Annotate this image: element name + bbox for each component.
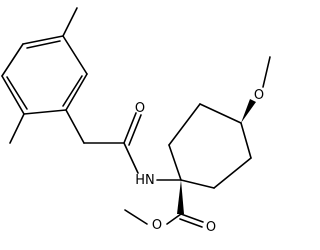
- ester-carbonyl-oxygen-label: O: [206, 220, 216, 235]
- methyl-bond-top: [62, 7, 78, 37]
- bond: [123, 142, 139, 174]
- amide-nitrogen-label: HN: [135, 173, 155, 188]
- bond: [22, 35, 64, 45]
- bond: [199, 103, 242, 124]
- methoxy-wedge-bond: [241, 99, 256, 123]
- bond: [65, 73, 88, 111]
- ester-double-bond: [179, 218, 203, 228]
- methyl-bond-bottom: [9, 113, 25, 144]
- structure-canvas: O HN O O O: [1, 7, 271, 235]
- bond: [62, 75, 83, 107]
- amide-oxygen-label: O: [135, 101, 145, 116]
- carbonyl-double-bond: [128, 114, 142, 146]
- bond: [166, 213, 182, 225]
- cyclohexane-ring: [168, 103, 252, 189]
- bond: [62, 35, 88, 75]
- ester-oxygen-label: O: [152, 218, 162, 233]
- methoxy-oxygen-label: O: [254, 88, 264, 103]
- carbonyl-double-bond: [123, 112, 137, 144]
- bond: [6, 76, 28, 110]
- bond: [180, 179, 215, 189]
- bond: [1, 43, 24, 77]
- bond: [168, 144, 182, 181]
- bond: [65, 109, 85, 144]
- ester-double-bond: [180, 213, 204, 223]
- ester-wedge-bond: [177, 180, 184, 214]
- molecule-drawing: O HN O O O: [1, 7, 271, 235]
- bond: [168, 103, 201, 146]
- benzene-ring: [1, 35, 88, 115]
- bond: [26, 40, 61, 49]
- bond: [213, 157, 252, 189]
- bond: [1, 75, 25, 115]
- bond: [23, 109, 67, 115]
- bond: [240, 122, 252, 159]
- ester-methyl-bond: [124, 209, 148, 225]
- methoxy-methyl-bond: [262, 56, 271, 88]
